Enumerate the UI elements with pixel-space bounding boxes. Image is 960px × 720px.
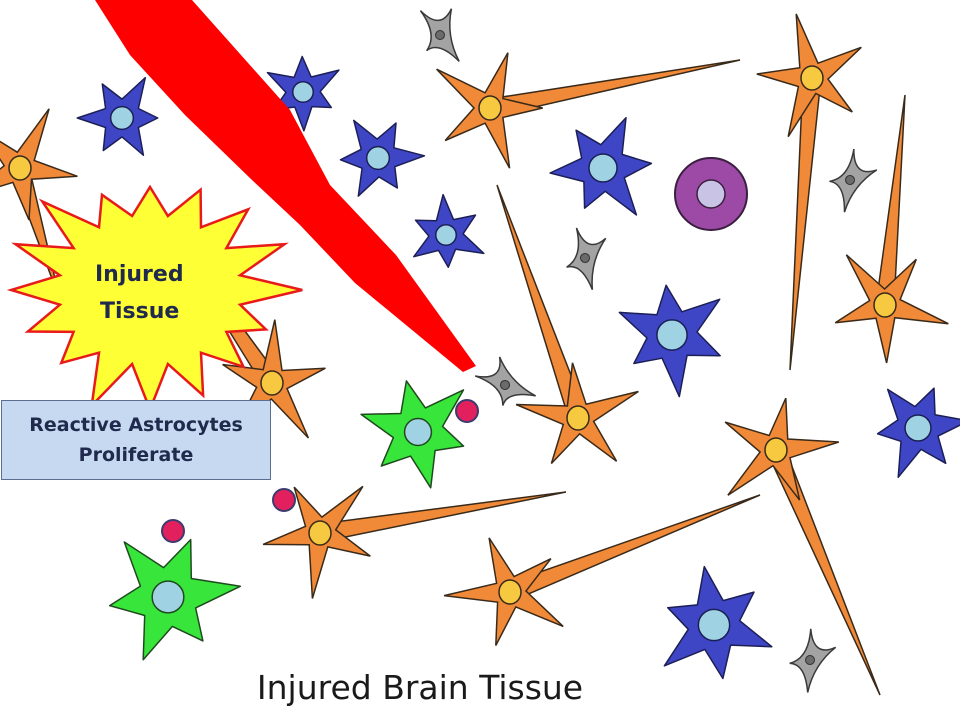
microglia-icon xyxy=(789,628,837,693)
neuron-cell-icon xyxy=(515,362,639,465)
astrocyte-blue-icon xyxy=(876,387,960,479)
astrocyte-blue-icon xyxy=(339,119,426,197)
burst-label-line2: Tissue xyxy=(100,299,179,324)
blue-astrocytes xyxy=(76,55,960,680)
neuron-cell-icon xyxy=(724,397,840,501)
neuron-cell-icon xyxy=(436,52,543,169)
astrocyte-blue-icon xyxy=(663,565,773,680)
red-dot xyxy=(455,399,479,423)
astrocyte-green-icon xyxy=(108,538,242,661)
microglia-icon xyxy=(419,8,460,62)
astrocyte-blue-icon xyxy=(76,76,159,156)
microglia-icon xyxy=(829,148,878,213)
astrocyte-blue-icon xyxy=(618,284,721,398)
red-dot xyxy=(161,519,185,543)
astrocyte-blue-icon xyxy=(549,116,653,216)
neuron-axon xyxy=(317,491,567,543)
injury-pointer-icon xyxy=(95,0,476,372)
neuron-cell-icon xyxy=(834,254,949,364)
neuron-cell-icon xyxy=(443,537,564,646)
microglia-icon xyxy=(474,356,537,406)
immune-cell xyxy=(674,157,748,231)
injured-tissue-burst: Injured Tissue xyxy=(6,184,303,414)
neuron-cell-icon xyxy=(756,13,862,138)
burst-label-line1: Injured xyxy=(95,262,184,287)
astrocyte-blue-icon xyxy=(266,55,340,132)
proliferation-dots xyxy=(161,399,479,543)
red-dot xyxy=(272,488,296,512)
neuron-cell-icon xyxy=(262,485,371,599)
astrocyte-blue-icon xyxy=(413,193,485,268)
microglia-icon xyxy=(566,227,607,290)
green-reactive-astrocytes xyxy=(108,380,465,661)
reactive-astrocytes-box: Reactive Astrocytes Proliferate xyxy=(1,400,271,480)
diagram-caption: Injured Brain Tissue xyxy=(256,668,584,707)
neuron-axon xyxy=(505,494,761,602)
astrocyte-green-icon xyxy=(360,380,465,489)
neuron-cell-icon xyxy=(0,108,78,221)
microglia-cells xyxy=(419,8,878,693)
box-line1: Reactive Astrocytes xyxy=(29,414,243,436)
box-line2: Proliferate xyxy=(78,444,194,466)
